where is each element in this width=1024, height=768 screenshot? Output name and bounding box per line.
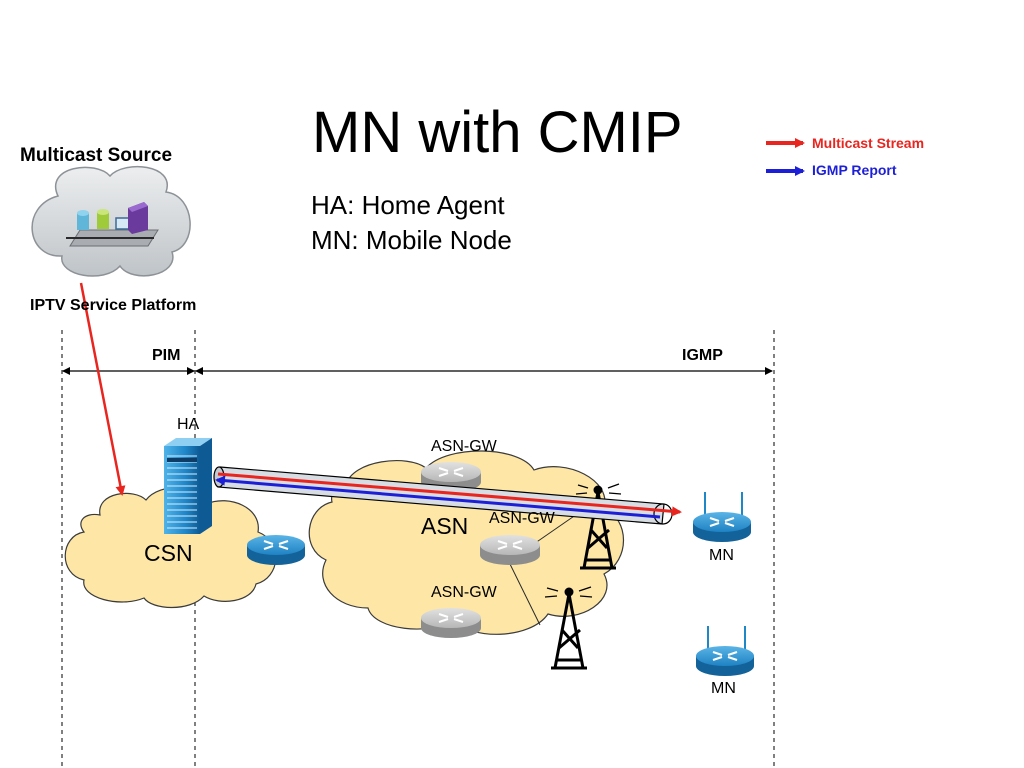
- cell-tower-icon: [544, 586, 593, 670]
- asn-gw-label: ASN-GW: [431, 584, 497, 601]
- asn-gw-label: ASN-GW: [431, 438, 497, 455]
- asn-gw-label: ASN-GW: [489, 510, 555, 527]
- multicast-source-label: Multicast Source: [20, 145, 173, 166]
- page-title: MN with CMIP: [312, 100, 683, 165]
- definition-ha: HA: Home Agent: [311, 190, 505, 220]
- database-icon: [77, 210, 89, 230]
- iptv-platform-label: IPTV Service Platform: [30, 297, 197, 314]
- mn-router-icon: [693, 492, 751, 542]
- igmp-scope-label: IGMP: [682, 347, 723, 364]
- source-to-csn-arrow: [79, 282, 126, 496]
- legend-multicast-label: Multicast Stream: [812, 135, 925, 151]
- legend-igmp-label: IGMP Report: [812, 162, 897, 178]
- asn-gw-router-icon: [480, 535, 540, 565]
- mn-label: MN: [711, 680, 736, 697]
- ha-server-icon: [164, 438, 212, 534]
- mn-router-icon: [696, 626, 754, 676]
- monitor-icon: [115, 217, 131, 230]
- server-platform-icon: [66, 202, 159, 247]
- database-icon: [97, 209, 109, 229]
- asn-gw-router-icon: [421, 608, 481, 638]
- multicast-stream-arrow: [217, 472, 682, 517]
- mn-label: MN: [709, 547, 734, 564]
- server-tower-icon: [128, 202, 148, 234]
- link-gw-to-tower2: [507, 559, 541, 626]
- asn-label: ASN: [421, 513, 469, 539]
- csn-label: CSN: [144, 540, 193, 566]
- multicast-source-cloud: [31, 165, 191, 277]
- pim-scope-label: PIM: [152, 347, 181, 364]
- ha-label: HA: [177, 416, 200, 433]
- csn-router-icon: [247, 535, 305, 565]
- definition-mn: MN: Mobile Node: [311, 225, 512, 255]
- igmp-report-arrow: [215, 475, 661, 519]
